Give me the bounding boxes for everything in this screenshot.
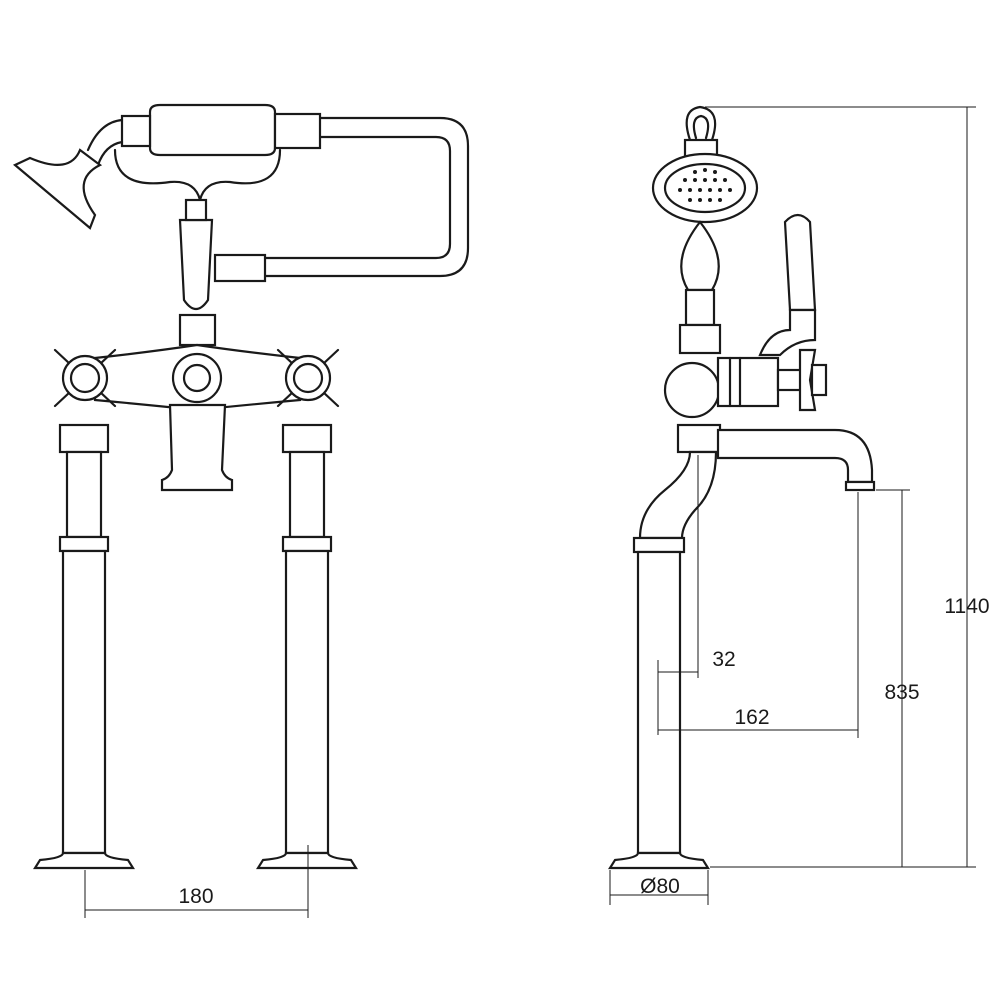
hose-loop xyxy=(260,116,470,278)
diverter-valve-inner xyxy=(182,363,212,393)
shower-spray-holes xyxy=(678,168,732,202)
dimension-spout-offset: 32 xyxy=(657,455,736,735)
leg-side xyxy=(608,536,710,870)
cradle-lever xyxy=(178,218,214,311)
side-view: Ø80 32 162 835 1140 xyxy=(608,105,990,905)
label-835: 835 xyxy=(884,681,919,704)
handset-ferrule-left xyxy=(120,114,152,148)
body-side xyxy=(663,361,721,419)
label-162: 162 xyxy=(734,706,769,729)
cross-handle-right[interactable] xyxy=(276,348,340,408)
diverter-nut xyxy=(178,313,217,347)
handset-neck xyxy=(86,118,124,167)
label-dia-80: Ø80 xyxy=(640,875,680,898)
lever-stem-side xyxy=(758,308,817,357)
valve-cartridge-side xyxy=(716,356,780,408)
lever-handle-side xyxy=(783,213,817,312)
spout-front xyxy=(160,403,234,492)
label-32: 32 xyxy=(712,648,735,671)
diverter-nut-side xyxy=(678,323,722,355)
dimension-spout-reach: 162 xyxy=(658,492,859,738)
handset-grip xyxy=(148,103,277,157)
hose-connector xyxy=(213,253,267,283)
cradle-stem xyxy=(184,198,208,222)
hex-nut-side xyxy=(676,423,722,454)
shower-head-face xyxy=(663,162,747,214)
cartridge-rings xyxy=(728,356,742,408)
cross-handle-left[interactable] xyxy=(53,348,117,408)
label-1140: 1140 xyxy=(944,595,989,618)
dimension-spout-height: 835 xyxy=(876,489,920,867)
handset-grip-side xyxy=(680,220,720,292)
riser-bend xyxy=(638,450,718,540)
handset-ferrule-right xyxy=(273,112,322,150)
cradle xyxy=(113,148,282,202)
handset-connector-side xyxy=(684,288,716,327)
dimension-base-diameter: Ø80 xyxy=(609,870,709,905)
leg-right xyxy=(256,423,358,870)
wall-hook xyxy=(685,105,717,142)
spout-side xyxy=(716,428,874,484)
spout-outlet xyxy=(844,480,876,492)
shower-head-front xyxy=(12,148,103,230)
leg-left xyxy=(33,423,135,870)
cross-handle-side[interactable] xyxy=(776,348,828,412)
front-view: 180 xyxy=(12,103,470,918)
dimension-overall-height: 1140 xyxy=(705,106,990,868)
label-180: 180 xyxy=(178,885,213,908)
dimension-leg-spacing: 180 xyxy=(84,845,309,918)
